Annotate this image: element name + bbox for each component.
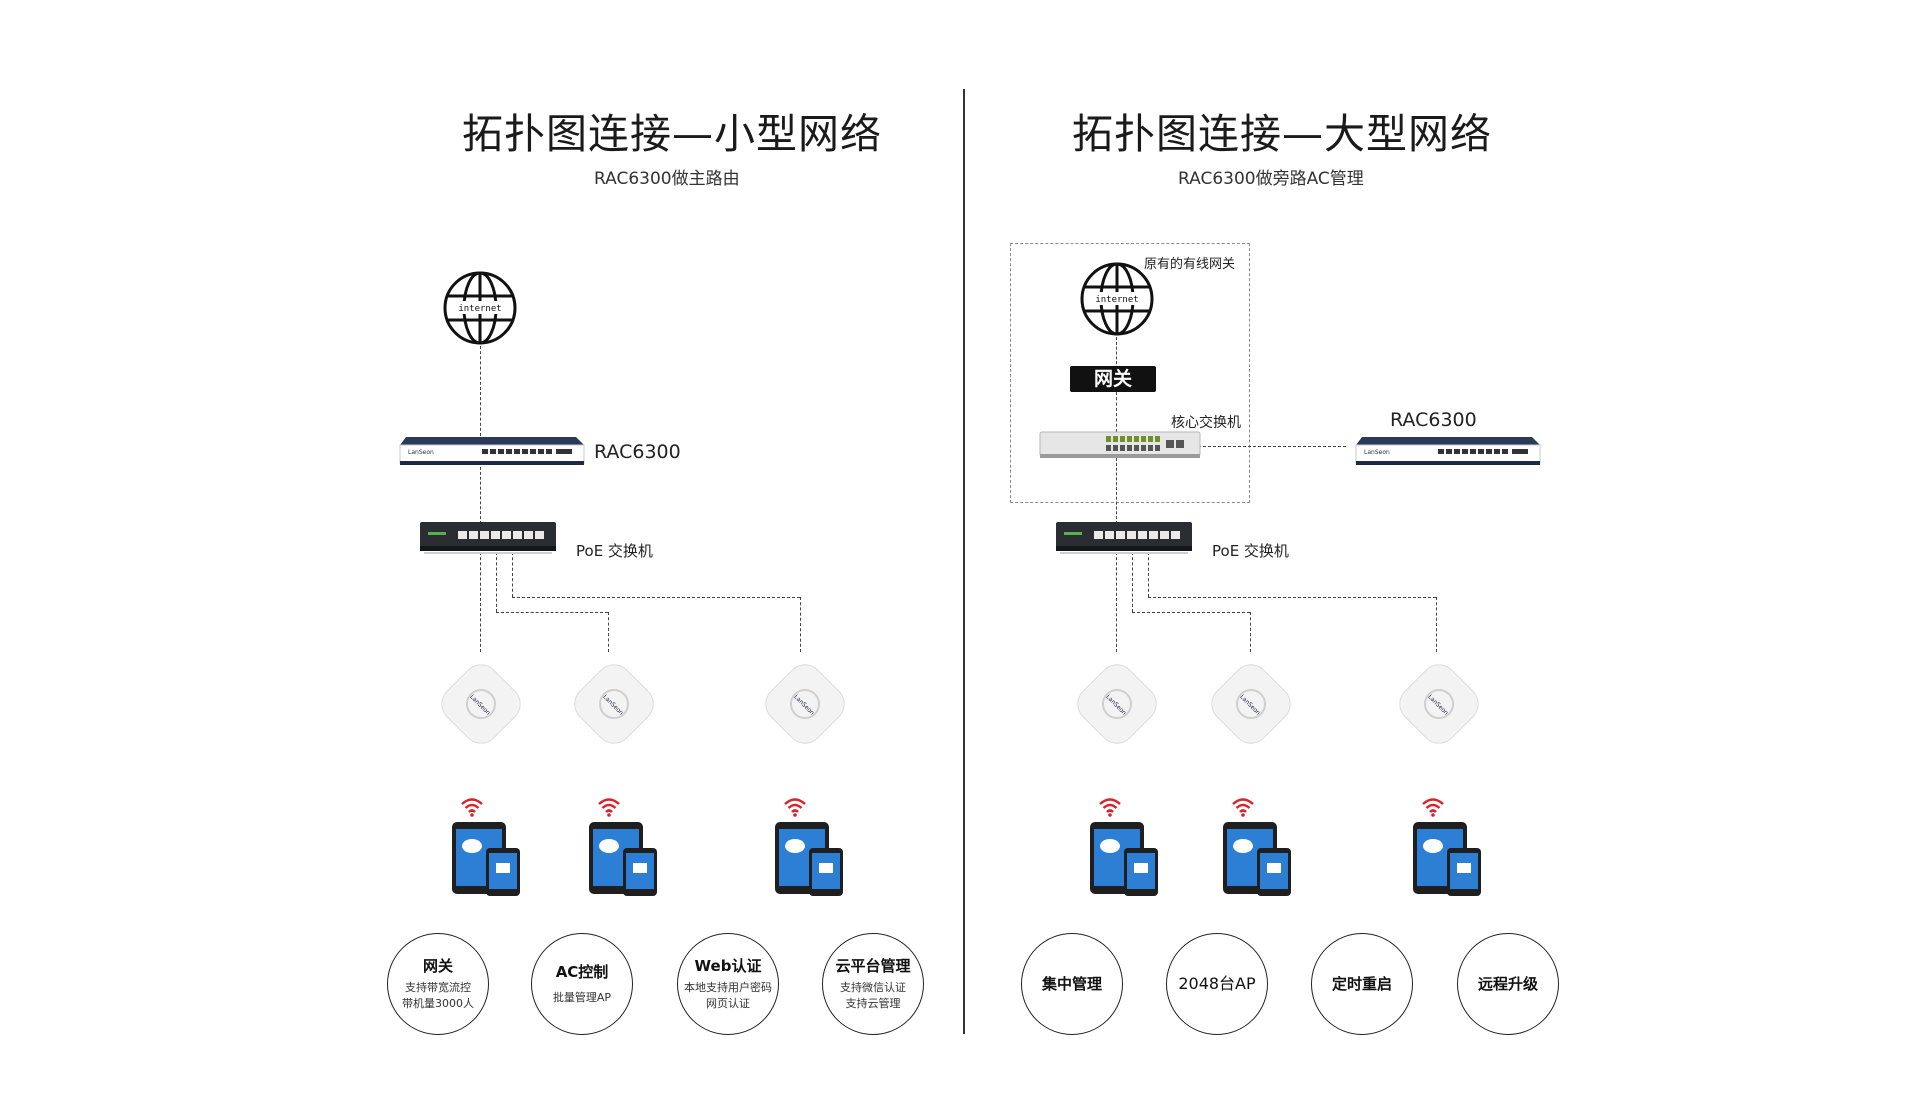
left-feature-cloud-title: 云平台管理 xyxy=(835,957,911,975)
right-feature-4-title: 远程升级 xyxy=(1477,975,1538,993)
left-link-switch-ap1 xyxy=(480,552,481,652)
left-link-switch-ap2-v1 xyxy=(496,552,497,612)
left-feature-gateway-line2: 带机量3000人 xyxy=(402,997,474,1010)
right-wifi-1-icon xyxy=(1099,798,1121,817)
left-devices-1-icon xyxy=(452,822,520,896)
left-feature-ac-line1: 批量管理AP xyxy=(552,991,612,1004)
left-feature-web-auth: Web认证 本地支持用户密码 网页认证 xyxy=(677,933,779,1035)
left-router-brand: LanSeon xyxy=(408,449,434,456)
right-feature-remote-upgrade: 远程升级 xyxy=(1457,933,1559,1035)
right-link-switch-ap3-h xyxy=(1148,597,1436,598)
right-internet-label: internet xyxy=(1095,295,1138,305)
left-link-switch-ap3-h xyxy=(512,597,800,598)
right-link-core-rac xyxy=(1198,446,1346,447)
left-poe-switch-icon xyxy=(420,522,556,554)
right-ap-2-icon: LanSeon xyxy=(1211,664,1291,744)
left-router-rac6300-icon: LanSeon xyxy=(399,437,585,465)
panel-divider xyxy=(963,89,965,1034)
left-wifi-1-icon xyxy=(461,798,483,817)
left-ap-3-icon: LanSeon xyxy=(765,664,845,744)
left-link-switch-ap3-v1 xyxy=(512,552,513,597)
right-feature-2-title: 2048台AP xyxy=(1178,974,1256,993)
left-feature-ac-control: AC控制 批量管理AP xyxy=(531,933,633,1035)
right-gateway-box-label: 原有的有线网关 xyxy=(1144,257,1236,272)
left-router-label: RAC6300 xyxy=(594,441,681,463)
right-wifi-2-icon xyxy=(1232,798,1254,817)
left-feature-gateway-title: 网关 xyxy=(422,957,453,975)
left-link-switch-ap2-h xyxy=(496,612,608,613)
left-devices-2-icon xyxy=(589,822,657,896)
right-router-label: RAC6300 xyxy=(1390,409,1477,431)
right-ap-3-icon: LanSeon xyxy=(1399,664,1479,744)
left-switch-label: PoE 交换机 xyxy=(576,542,653,560)
right-link-switch-ap2-v2 xyxy=(1250,612,1251,652)
left-feature-cloud-line1: 支持微信认证 xyxy=(840,981,906,994)
right-existing-gateway-box xyxy=(1010,243,1250,503)
left-feature-gateway-line1: 支持带宽流控 xyxy=(405,981,471,994)
left-link-switch-ap2-v2 xyxy=(608,612,609,652)
left-link-globe-router xyxy=(480,346,481,436)
right-ap-1-icon: LanSeon xyxy=(1077,664,1157,744)
right-title: 拓扑图连接—大型网络 xyxy=(1072,110,1492,158)
right-internet-globe-icon: internet xyxy=(1080,262,1154,336)
left-feature-web-title: Web认证 xyxy=(694,957,762,975)
right-feature-2048-ap: 2048台AP xyxy=(1166,933,1268,1035)
left-feature-ac-title: AC控制 xyxy=(555,963,609,981)
right-router-rac6300-icon: LanSeon xyxy=(1355,437,1541,465)
right-wifi-3-icon xyxy=(1422,798,1444,817)
right-devices-3-icon xyxy=(1413,822,1481,896)
left-subtitle: RAC6300做主路由 xyxy=(594,169,740,189)
right-devices-2-icon xyxy=(1223,822,1291,896)
left-wifi-3-icon xyxy=(784,798,806,817)
left-title: 拓扑图连接—小型网络 xyxy=(462,110,882,158)
left-ap-1-icon: LanSeon xyxy=(441,664,521,744)
right-poe-switch-icon xyxy=(1056,522,1192,554)
left-feature-web-line2: 网页认证 xyxy=(706,997,750,1010)
left-devices-3-icon xyxy=(775,822,843,896)
right-link-switch-ap1 xyxy=(1116,552,1117,652)
right-feature-1-title: 集中管理 xyxy=(1041,975,1102,993)
right-link-switch-ap2-v1 xyxy=(1132,552,1133,612)
left-wifi-2-icon xyxy=(598,798,620,817)
left-feature-cloud: 云平台管理 支持微信认证 支持云管理 xyxy=(822,933,924,1035)
left-internet-globe-icon: internet xyxy=(443,271,517,345)
left-link-switch-ap3-v2 xyxy=(800,597,801,652)
right-link-core-switch xyxy=(1116,458,1117,524)
right-router-brand: LanSeon xyxy=(1364,449,1390,456)
right-feature-scheduled-reboot: 定时重启 xyxy=(1311,933,1413,1035)
left-feature-web-line1: 本地支持用户密码 xyxy=(684,981,772,994)
left-link-router-switch xyxy=(480,462,481,524)
right-devices-1-icon xyxy=(1090,822,1158,896)
right-core-switch-icon xyxy=(1039,431,1201,458)
right-feature-central-management: 集中管理 xyxy=(1021,933,1123,1035)
right-link-switch-ap3-v2 xyxy=(1436,597,1437,652)
right-link-switch-ap3-v1 xyxy=(1148,552,1149,597)
right-switch-label: PoE 交换机 xyxy=(1212,542,1289,560)
left-internet-label: internet xyxy=(458,304,501,314)
right-subtitle: RAC6300做旁路AC管理 xyxy=(1178,169,1364,189)
right-feature-3-title: 定时重启 xyxy=(1331,975,1392,993)
right-link-globe-gateway xyxy=(1116,337,1117,369)
right-core-switch-label: 核心交换机 xyxy=(1171,415,1241,431)
right-link-switch-ap2-h xyxy=(1132,612,1250,613)
left-feature-gateway: 网关 支持带宽流控 带机量3000人 xyxy=(387,933,489,1035)
left-ap-2-icon: LanSeon xyxy=(574,664,654,744)
right-link-gateway-core xyxy=(1116,392,1117,432)
right-gateway-tag: 网关 xyxy=(1070,366,1156,392)
left-feature-cloud-line2: 支持云管理 xyxy=(845,997,901,1010)
